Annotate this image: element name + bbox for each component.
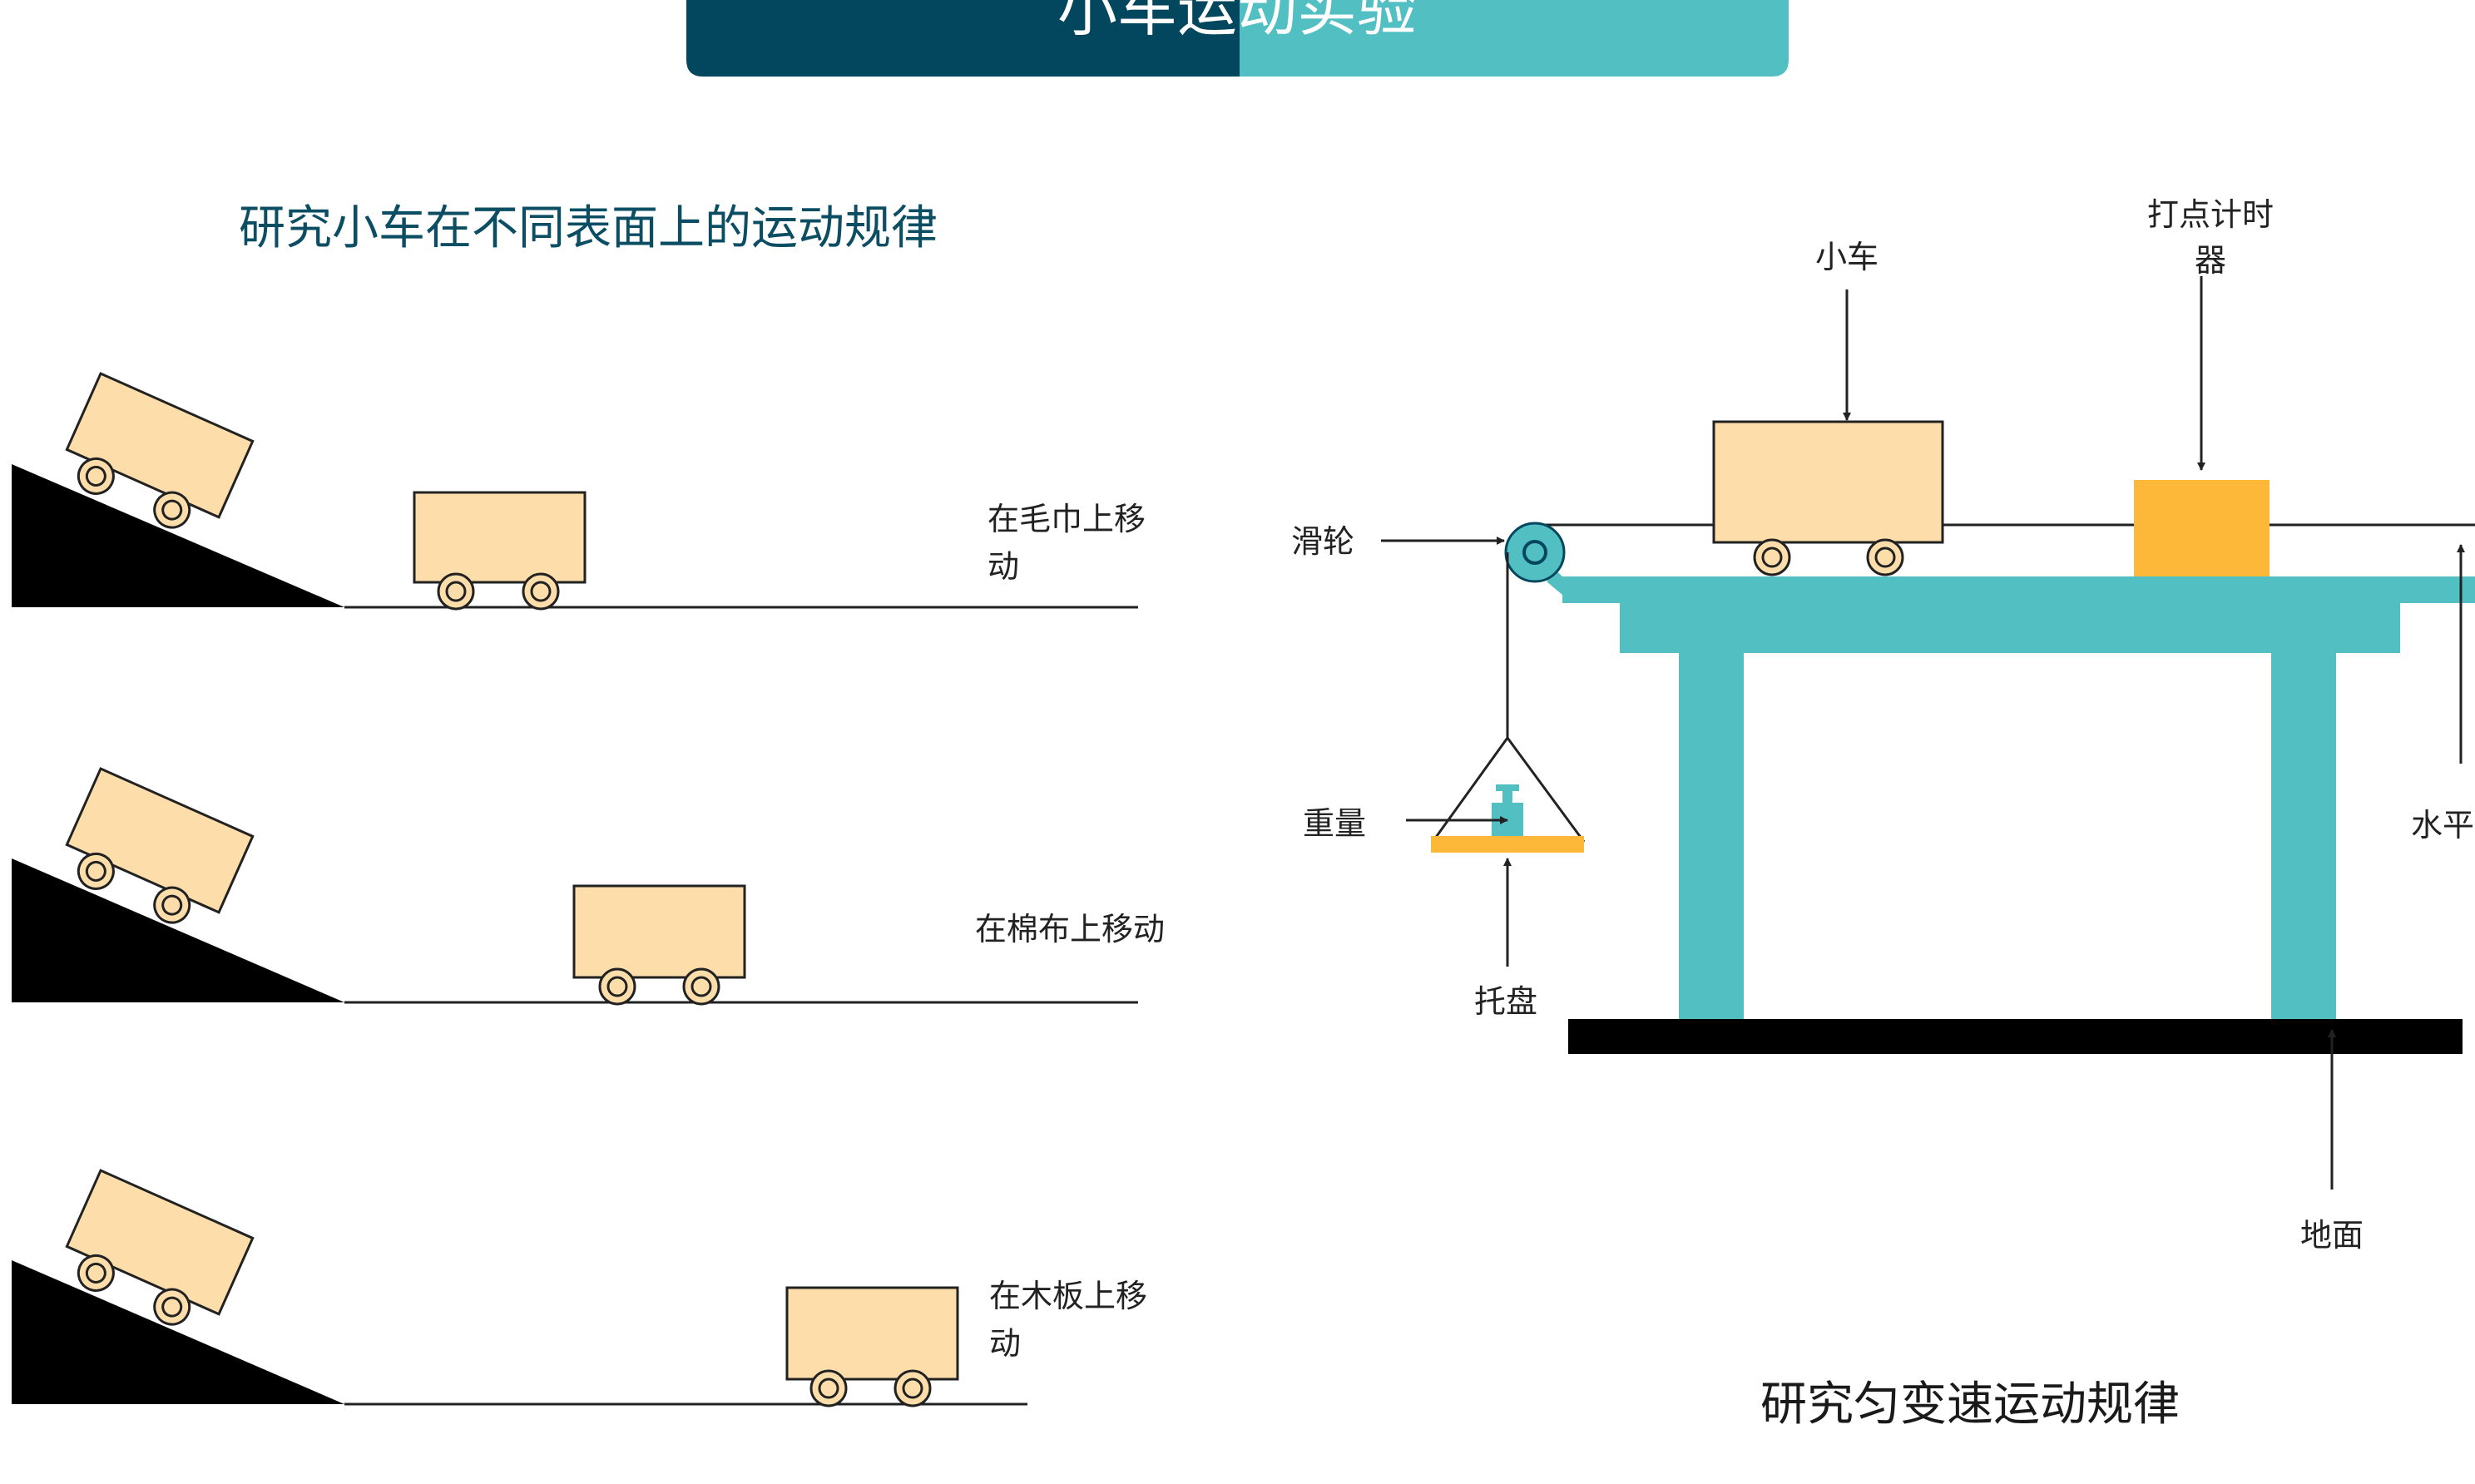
cart [413, 491, 587, 611]
table-leg-right [2271, 653, 2336, 1019]
label-wood-line2: 动 [989, 1325, 1021, 1362]
label-tray: 托盘 [1474, 983, 1537, 1020]
table-top [1562, 576, 2475, 603]
weight-tray [1431, 735, 1586, 853]
left-panel-heading: 研究小车在不同表面上的运动规律 [239, 201, 938, 255]
label-level: 水平 [2411, 807, 2474, 843]
label-wood-line1: 在木板上移 [989, 1278, 1147, 1314]
ramp-cart [65, 1169, 255, 1332]
label-ground: 地面 [2300, 1217, 2364, 1254]
ramp-cart [65, 767, 255, 930]
ground-slab [1568, 1019, 2463, 1054]
label-cart: 小车 [1815, 239, 1879, 275]
right-panel-heading: 研究匀变速运动规律 [1760, 1378, 2180, 1432]
label-timer-line2: 器 [2195, 242, 2226, 279]
ramp-cart [65, 372, 255, 535]
lab-table-apparatus [1381, 276, 2475, 1190]
label-towel-line2: 动 [988, 548, 1019, 585]
ramp-row-wood: 在木板上移 动 [12, 1169, 1147, 1407]
ramp-row-cotton: 在棉布上移动 [12, 767, 1165, 1006]
ramp [12, 1260, 344, 1404]
title-banner: 小车运动实验 [686, 0, 1789, 77]
table-apron [1620, 603, 2400, 653]
cart [572, 884, 746, 1006]
label-weight: 重量 [1303, 805, 1366, 842]
page-title: 小车运动实验 [1057, 0, 1417, 44]
label-towel-line1: 在毛巾上移 [988, 501, 1146, 537]
label-timer-line1: 打点计时 [2147, 196, 2274, 233]
cart [785, 1286, 959, 1407]
ramp-row-towel: 在毛巾上移 动 [12, 372, 1146, 611]
table-cart [1712, 420, 1944, 576]
pulley [1504, 522, 1566, 583]
ticker-timer [2134, 480, 2270, 576]
label-pulley: 滑轮 [1291, 523, 1354, 560]
label-cotton: 在棉布上移动 [975, 911, 1165, 947]
ramp [12, 858, 344, 1002]
ramp [12, 464, 344, 607]
table-leg-left [1679, 653, 1744, 1019]
